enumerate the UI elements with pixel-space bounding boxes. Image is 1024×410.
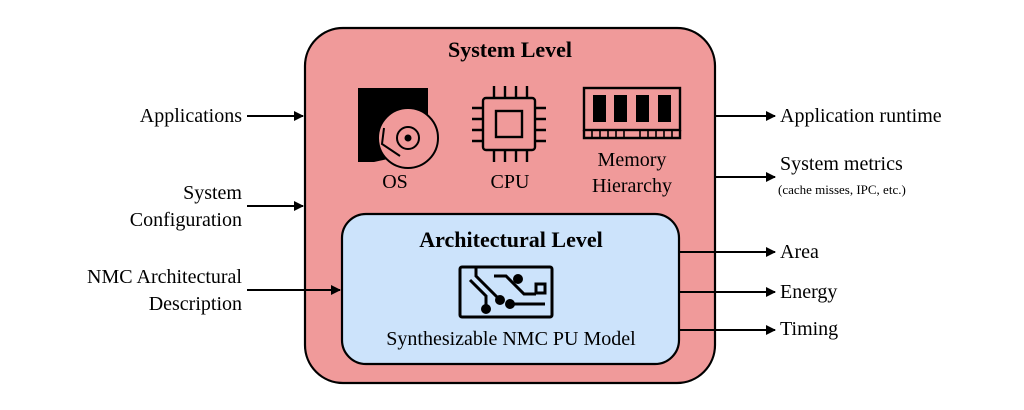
- cpu-label: CPU: [490, 171, 530, 193]
- system-configuration-label-line2: Configuration: [129, 209, 242, 231]
- os-icon: [358, 88, 439, 169]
- applications-label: Applications: [139, 105, 242, 127]
- system-metrics-label: System metrics: [780, 153, 903, 175]
- area-label: Area: [780, 241, 819, 263]
- nmc-pu-model-label: Synthesizable NMC PU Model: [386, 328, 636, 350]
- system-level-title: System Level: [447, 37, 573, 62]
- system-configuration-label-line1: System: [183, 182, 242, 204]
- circuit-board-icon: [458, 265, 554, 319]
- architectural-level-box: [340, 212, 681, 366]
- cpu-icon: [472, 86, 546, 162]
- os-label: OS: [382, 171, 408, 193]
- memory-icon: [582, 86, 682, 140]
- timing-label: Timing: [780, 318, 839, 340]
- architectural-level-title: Architectural Level: [419, 227, 603, 252]
- system-metrics-detail-label: (cache misses, IPC, etc.): [778, 182, 906, 197]
- energy-label: Energy: [780, 281, 838, 303]
- nmc-description-label-line2: Description: [148, 293, 242, 315]
- memory-label-line1: Memory: [597, 149, 667, 171]
- memory-label-line2: Hierarchy: [592, 175, 672, 197]
- nmc-description-label-line1: NMC Architectural: [87, 266, 242, 288]
- application-runtime-label: Application runtime: [780, 105, 942, 127]
